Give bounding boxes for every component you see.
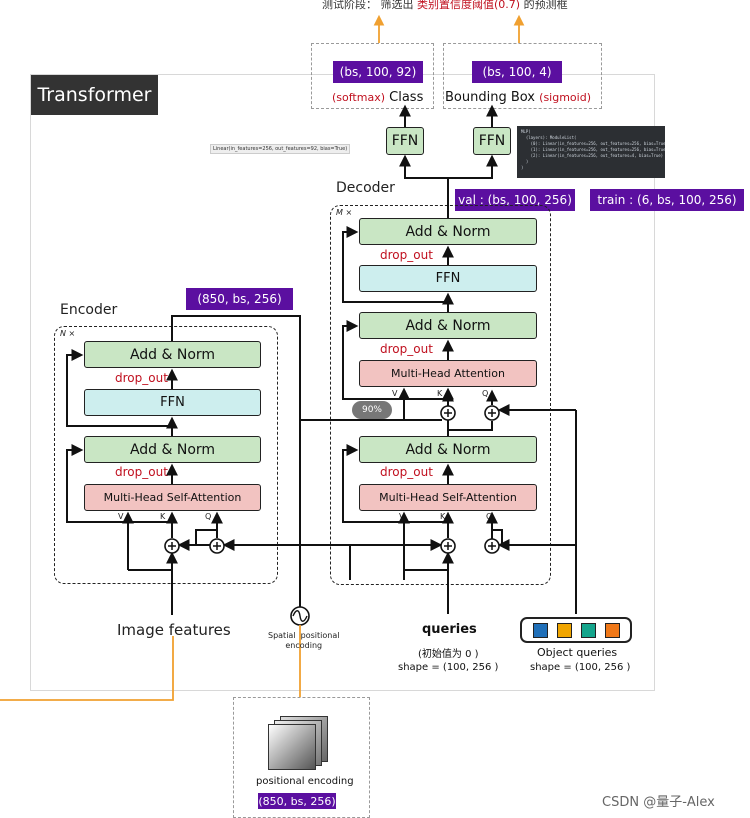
encoder-add-norm-1-text: Add & Norm — [129, 441, 216, 458]
bbox-shape-badge: (bs, 100, 4) — [472, 61, 562, 83]
top-note: 测试阶段： 筛选出 类别置信度阈值(0.7) 的预测框 — [322, 0, 568, 12]
queries-shape: shape = (100, 256 ) — [398, 662, 499, 673]
decoder-q-port-2: Q — [482, 389, 489, 398]
encoder-v-port: V — [118, 512, 124, 521]
class-ffn-text: FFN — [391, 133, 419, 149]
decoder-self-attention: Multi-Head Self-Attention — [359, 484, 537, 511]
decoder-repeat-label: M × — [336, 208, 353, 217]
class-output-box — [311, 43, 434, 109]
bbox-text: Bounding Box — [445, 90, 536, 105]
encoder-q-port: Q — [205, 512, 212, 521]
encoder-shape-badge: (850, bs, 256) — [186, 288, 293, 310]
encoder-drop-out-1: drop_out — [115, 465, 168, 479]
mlp-code-snippet: MLP( (layers): ModuleList( (0): Linear(i… — [517, 126, 665, 178]
positional-encoding-label: positional encoding — [256, 776, 354, 787]
train-shape-badge: train : (6, bs, 100, 256) — [590, 189, 744, 211]
object-query-token-4 — [604, 622, 620, 638]
linear-note: Linear(in_features=256, out_features=92,… — [210, 144, 351, 154]
object-query-token-3 — [580, 622, 596, 638]
encoder-add-norm-2-text: Add & Norm — [129, 346, 216, 363]
positional-encoding-shape: (850, bs, 256) — [258, 793, 336, 809]
class-ffn-block: FFN — [386, 127, 424, 155]
positional-encoding-image — [268, 716, 328, 770]
object-queries-shape: shape = (100, 256 ) — [530, 662, 631, 673]
encoder-self-attention-text: Multi-Head Self-Attention — [103, 491, 242, 504]
decoder-self-attention-text: Multi-Head Self-Attention — [379, 491, 517, 504]
object-queries-label: Object queries — [537, 646, 618, 659]
object-queries-container — [520, 617, 632, 643]
top-note-highlight: 类别置信度阈值(0.7) — [417, 0, 521, 11]
softmax-label: (softmax) — [332, 91, 386, 104]
decoder-ffn: FFN — [359, 265, 537, 292]
decoder-add-norm-2-text: Add & Norm — [405, 317, 491, 334]
encoder-container — [54, 326, 278, 584]
class-label: (softmax) Class — [332, 90, 423, 105]
class-shape-badge: (bs, 100, 92) — [333, 61, 423, 83]
encoder-drop-out-2: drop_out — [115, 371, 168, 385]
encoder-ffn: FFN — [84, 389, 261, 416]
decoder-drop-out-3: drop_out — [380, 248, 433, 262]
queries-note: (初始值为 0 ) — [418, 649, 479, 660]
decoder-v-port-2: V — [392, 389, 398, 398]
object-query-token-1 — [532, 622, 548, 638]
bbox-ffn-block: FFN — [473, 127, 511, 155]
top-note-prefix: 测试阶段： 筛选出 — [322, 0, 417, 11]
image-features-label: Image features — [117, 621, 231, 639]
decoder-add-norm-2: Add & Norm — [359, 312, 537, 339]
encoder-k-port: K — [160, 512, 166, 521]
decoder-add-norm-3-text: Add & Norm — [405, 223, 491, 240]
decoder-container — [330, 205, 551, 585]
progress-badge-text: 90% — [361, 405, 382, 415]
progress-badge: 90% — [352, 401, 392, 419]
decoder-cross-attention: Multi-Head Attention — [359, 360, 537, 387]
decoder-label: Decoder — [336, 180, 395, 196]
spatial-encoding-label: Spatial positional encoding — [268, 631, 340, 650]
decoder-ffn-text: FFN — [435, 271, 461, 286]
queries-label: queries — [422, 622, 477, 637]
decoder-drop-out-1: drop_out — [380, 465, 433, 479]
watermark: CSDN @量子-Alex — [602, 795, 715, 810]
sigmoid-label: (sigmoid) — [539, 91, 591, 104]
encoder-label: Encoder — [60, 302, 118, 318]
encoder-self-attention: Multi-Head Self-Attention — [84, 484, 261, 511]
encoder-add-norm-2: Add & Norm — [84, 341, 261, 368]
object-query-token-2 — [556, 622, 572, 638]
decoder-k-port-2: K — [437, 389, 443, 398]
encoder-add-norm-1: Add & Norm — [84, 436, 261, 463]
encoder-ffn-text: FFN — [160, 395, 185, 410]
decoder-drop-out-2: drop_out — [380, 342, 433, 356]
top-note-suffix: 的预测框 — [520, 0, 568, 11]
bbox-ffn-text: FFN — [478, 133, 506, 149]
transformer-title: Transformer — [31, 75, 158, 115]
class-text: Class — [389, 90, 424, 105]
transformer-title-text: Transformer — [37, 84, 152, 106]
decoder-add-norm-3: Add & Norm — [359, 218, 537, 245]
decoder-add-norm-1-text: Add & Norm — [405, 441, 491, 458]
bbox-label: Bounding Box (sigmoid) — [445, 90, 591, 105]
decoder-add-norm-1: Add & Norm — [359, 436, 537, 463]
decoder-cross-attention-text: Multi-Head Attention — [391, 367, 505, 380]
encoder-repeat-label: N × — [60, 329, 76, 338]
bbox-output-box — [443, 43, 602, 109]
